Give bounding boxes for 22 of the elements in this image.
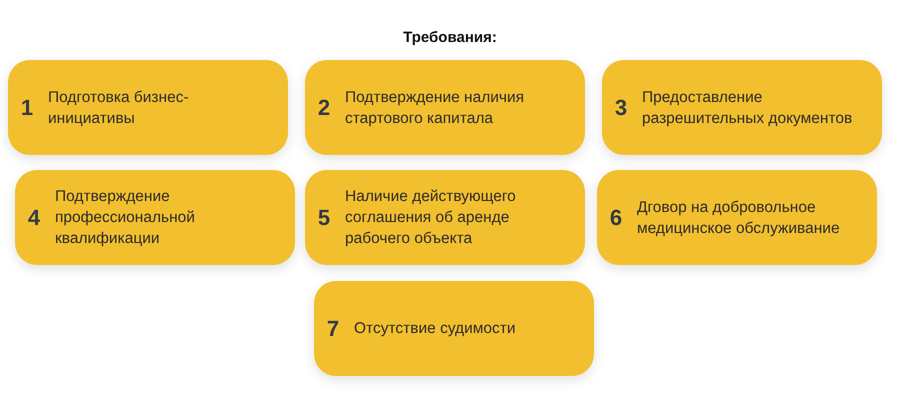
step-number: 4 xyxy=(27,204,41,232)
requirement-card xyxy=(8,60,288,155)
requirement-text: Подтверждение профессиональной квалификации xyxy=(55,187,196,249)
step-number: 6 xyxy=(609,204,623,232)
title: Требования: xyxy=(402,28,498,48)
step-number: 5 xyxy=(317,204,331,232)
requirement-card xyxy=(15,170,295,265)
requirement-card xyxy=(597,170,877,265)
requirement-card xyxy=(305,60,585,155)
requirement-text: Отсутствие судимости xyxy=(354,319,516,339)
requirement-card xyxy=(602,60,882,155)
requirement-text: Дговор на добровольное медицинское обслуживание xyxy=(637,198,841,238)
requirement-text: Предоставление разрешительных документов xyxy=(642,88,854,128)
step-number: 1 xyxy=(20,94,34,122)
step-number: 7 xyxy=(326,315,340,343)
step-number: 3 xyxy=(614,94,628,122)
requirement-text: Подготовка бизнес-инициативы xyxy=(48,88,190,128)
requirement-card xyxy=(305,170,585,265)
step-number: 2 xyxy=(317,94,331,122)
requirement-text: Наличие действующего соглашения об аренде рабочего объекта xyxy=(345,187,517,249)
requirement-card xyxy=(314,281,594,376)
requirement-text: Подтверждение наличия стартового капитала xyxy=(345,88,526,128)
